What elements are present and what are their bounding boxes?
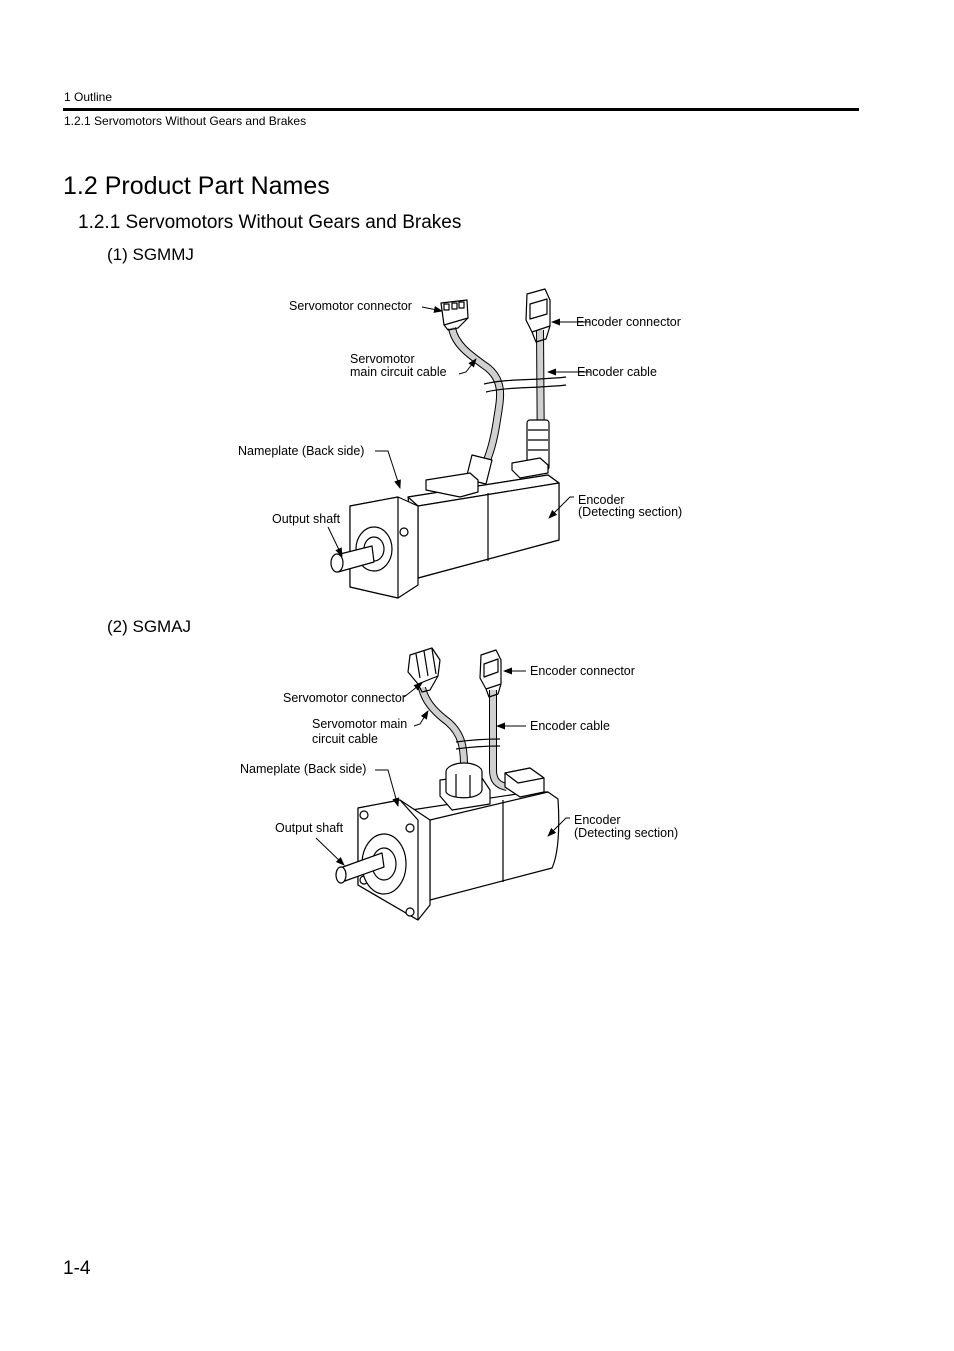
sgmmj-leader-lines bbox=[328, 305, 590, 557]
fig2-label-encoder-cable: Encoder cable bbox=[530, 719, 610, 733]
running-header-section: 1.2.1 Servomotors Without Gears and Brak… bbox=[64, 114, 307, 128]
sgmaj-motor-illustration bbox=[336, 648, 559, 920]
fig1-label-main-cable-line2: main circuit cable bbox=[350, 365, 447, 379]
header-rule bbox=[63, 108, 859, 111]
fig2-label-servomotor-connector: Servomotor connector bbox=[283, 691, 406, 705]
fig2-label-encoder-line1: Encoder bbox=[574, 813, 621, 827]
sgmaj-leader-lines bbox=[316, 667, 570, 866]
fig2-label-encoder-connector: Encoder connector bbox=[530, 664, 635, 678]
figure2-heading: (2) SGMAJ bbox=[107, 617, 192, 636]
figure1-heading: (1) SGMMJ bbox=[107, 245, 194, 264]
fig2-label-nameplate: Nameplate (Back side) bbox=[240, 762, 367, 776]
section-title: 1.2.1 Servomotors Without Gears and Brak… bbox=[78, 212, 462, 233]
fig1-label-output-shaft: Output shaft bbox=[272, 512, 341, 526]
fig1-label-main-cable-line1: Servomotor bbox=[350, 352, 415, 366]
fig1-label-nameplate: Nameplate (Back side) bbox=[238, 444, 365, 458]
page-number: 1-4 bbox=[63, 1258, 91, 1279]
fig2-label-main-cable-line2: circuit cable bbox=[312, 732, 378, 746]
page-title: 1.2 Product Part Names bbox=[63, 172, 330, 200]
fig1-label-servomotor-connector: Servomotor connector bbox=[289, 299, 412, 313]
fig2-label-encoder-line2: (Detecting section) bbox=[574, 826, 679, 840]
fig2-label-output-shaft: Output shaft bbox=[275, 821, 344, 835]
fig2-label-main-cable-line1: Servomotor main bbox=[312, 717, 408, 731]
running-header-chapter: 1 Outline bbox=[64, 90, 113, 104]
fig1-label-encoder-cable: Encoder cable bbox=[577, 365, 657, 379]
fig1-label-encoder-line2: (Detecting section) bbox=[578, 505, 683, 519]
sgmmj-motor-illustration bbox=[331, 289, 566, 598]
fig1-label-encoder-connector: Encoder connector bbox=[576, 315, 681, 329]
fig1-label-encoder-line1: Encoder bbox=[578, 493, 625, 507]
